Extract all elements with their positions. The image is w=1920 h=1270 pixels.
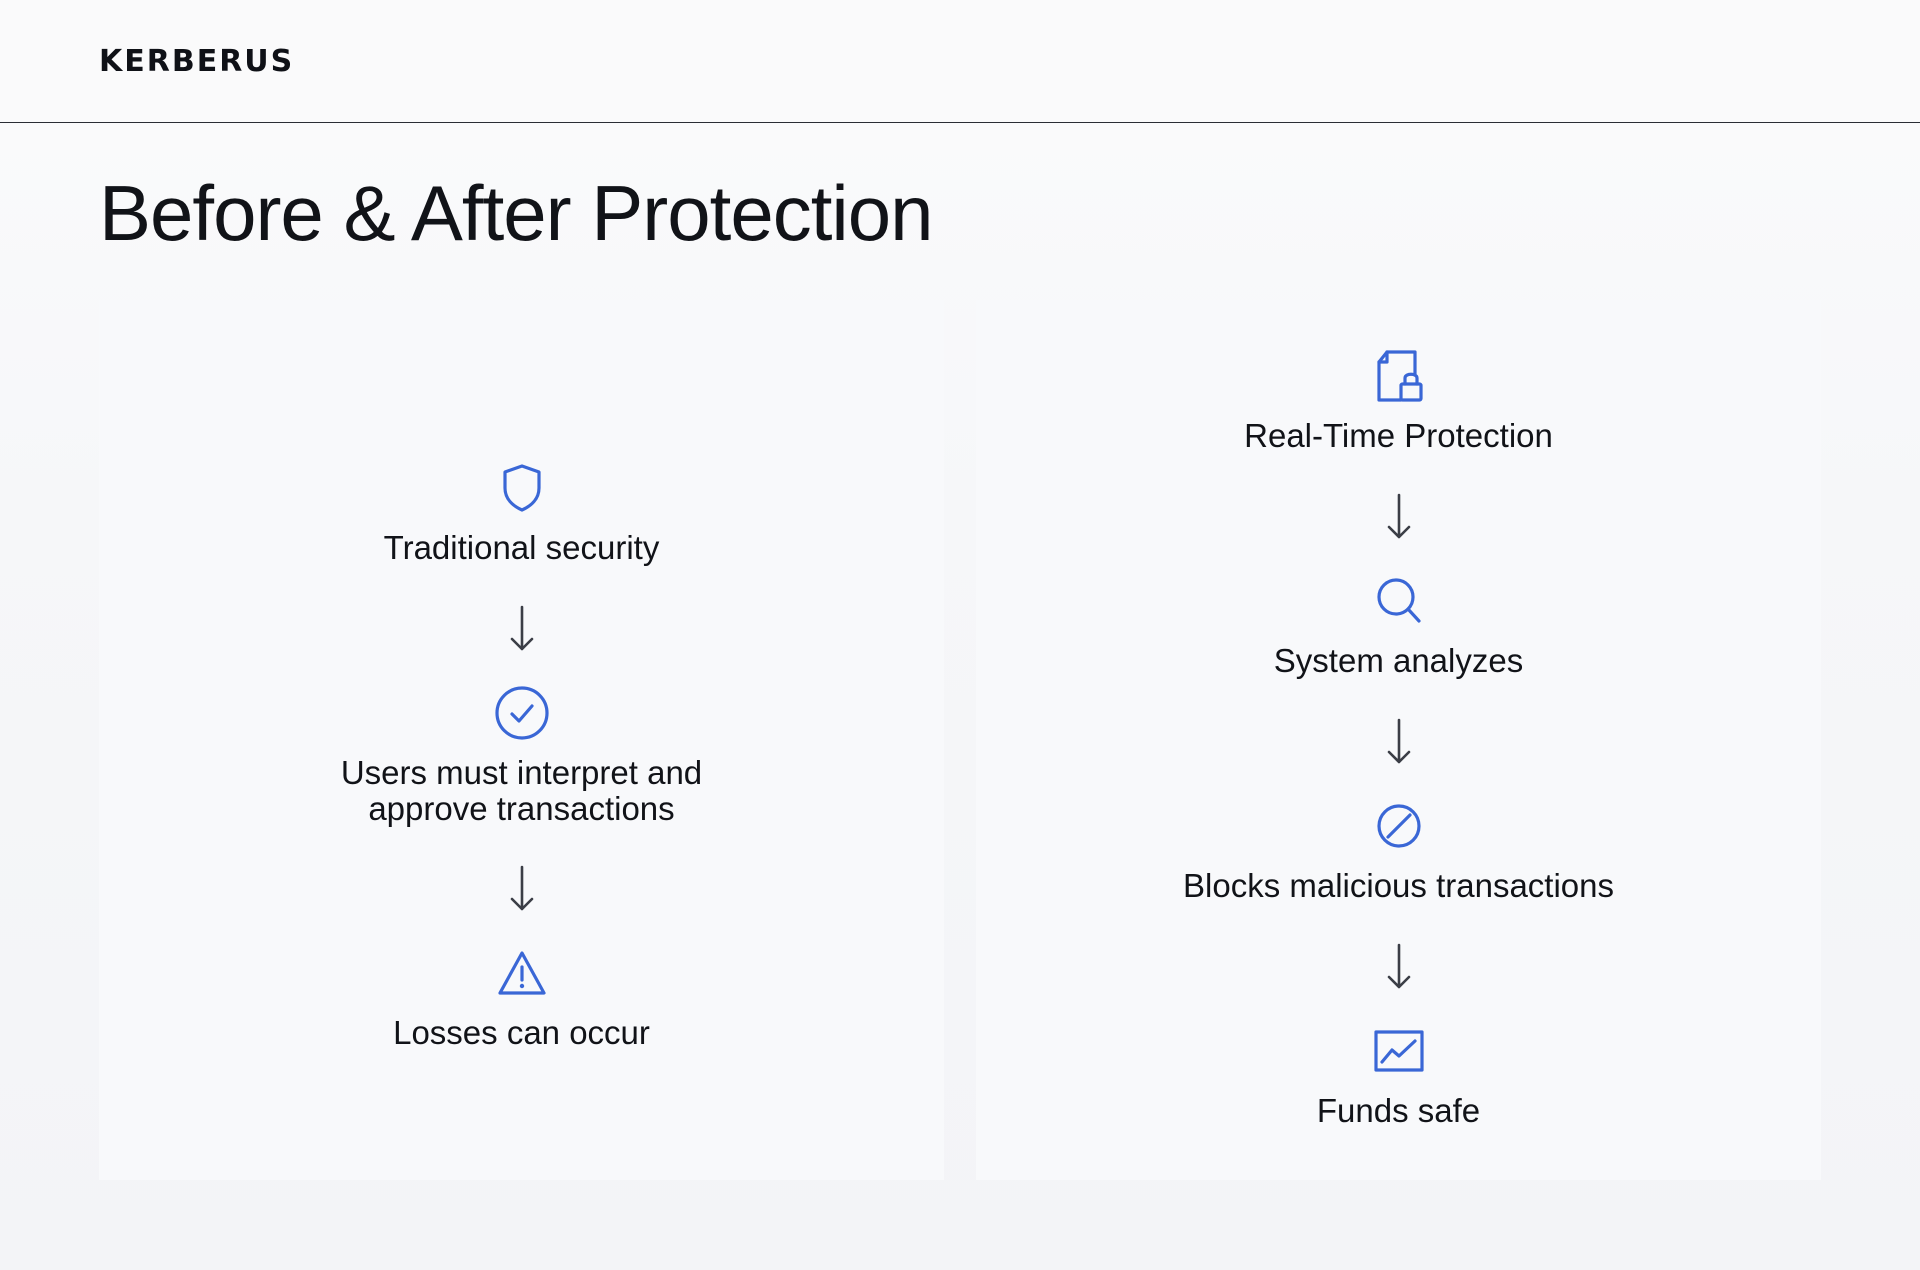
arrow-down-icon (510, 605, 533, 651)
before-step-2: Users must interpret and approve transac… (99, 685, 944, 827)
step-label: Blocks malicious transactions (1183, 867, 1614, 904)
header: KERBERUS (0, 0, 1920, 123)
shield-icon (502, 464, 541, 512)
search-icon (1376, 578, 1421, 623)
step-label: Losses can occur (393, 1014, 650, 1051)
warning-triangle-icon (497, 951, 546, 995)
before-step-1: Traditional security (99, 460, 944, 566)
after-panel: Real-Time Protection System analyzes Blo… (976, 300, 1821, 1180)
arrow-down-icon (510, 865, 533, 911)
after-step-2: System analyzes (976, 573, 1821, 679)
step-label: Real-Time Protection (1244, 417, 1553, 454)
page-title: Before & After Protection (99, 169, 933, 257)
step-label: Funds safe (1316, 1092, 1481, 1129)
after-step-4: Funds safe (976, 1023, 1821, 1129)
logo: KERBERUS (99, 44, 295, 79)
check-circle-icon (494, 686, 549, 740)
arrow-down-icon (1387, 943, 1410, 989)
block-icon (1376, 804, 1421, 848)
arrow-down-icon (1387, 718, 1410, 764)
chart-icon (1373, 1030, 1424, 1072)
step-label: Users must interpret and approve transac… (340, 754, 703, 827)
step-label: Traditional security (383, 529, 660, 566)
before-step-3: Losses can occur (99, 945, 944, 1051)
arrow-down-icon (1387, 493, 1410, 539)
after-step-1: Real-Time Protection (976, 348, 1821, 454)
after-step-3: Blocks malicious transactions (976, 798, 1821, 904)
step-label: System analyzes (1273, 642, 1524, 679)
before-panel: Traditional security Users must interpre… (99, 300, 944, 1180)
document-lock-icon (1376, 350, 1423, 402)
